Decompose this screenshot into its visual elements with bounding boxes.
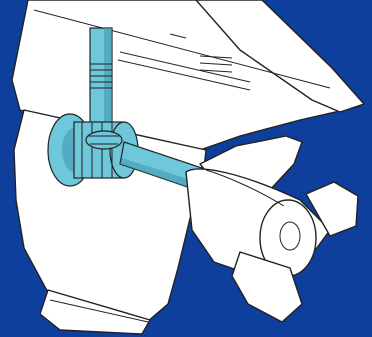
vertical-drive-shaft xyxy=(90,28,112,130)
